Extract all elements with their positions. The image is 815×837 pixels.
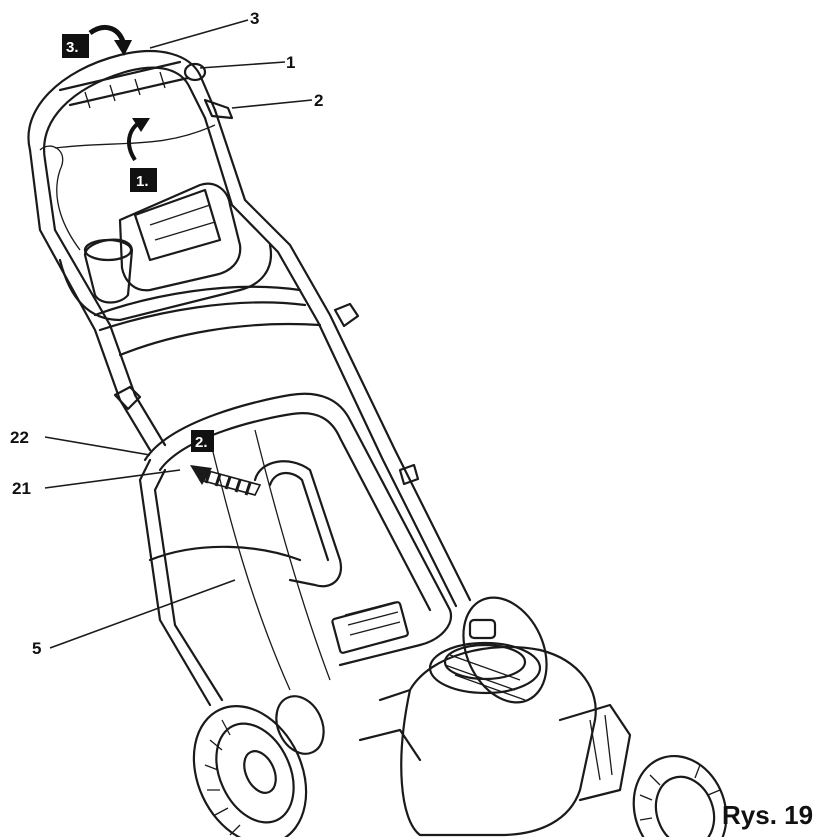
callout-5: 5 — [32, 639, 41, 658]
leader-lines — [44, 19, 313, 649]
engine-deck — [358, 618, 632, 837]
arrow-step-1 — [127, 118, 150, 162]
wheels — [192, 596, 728, 837]
callout-2: 2 — [314, 91, 323, 110]
step-label-1: 1. — [136, 173, 149, 190]
callout-3: 3 — [250, 9, 259, 28]
arrow-step-3 — [88, 24, 132, 56]
handle-bar — [27, 50, 234, 162]
handle-frame — [28, 108, 472, 608]
step-box-1: 1. — [130, 168, 157, 192]
grass-catcher — [138, 392, 453, 707]
callout-22: 22 — [10, 428, 29, 447]
figure-caption: Rys. 19 — [722, 800, 814, 830]
step-label-2: 2. — [195, 434, 208, 451]
control-box — [58, 182, 273, 322]
step-box-3: 3. — [62, 34, 89, 58]
step-box-2: 2. — [191, 430, 214, 452]
callout-1: 1 — [286, 53, 295, 72]
step-label-3: 3. — [66, 39, 79, 56]
callout-21: 21 — [12, 479, 31, 498]
